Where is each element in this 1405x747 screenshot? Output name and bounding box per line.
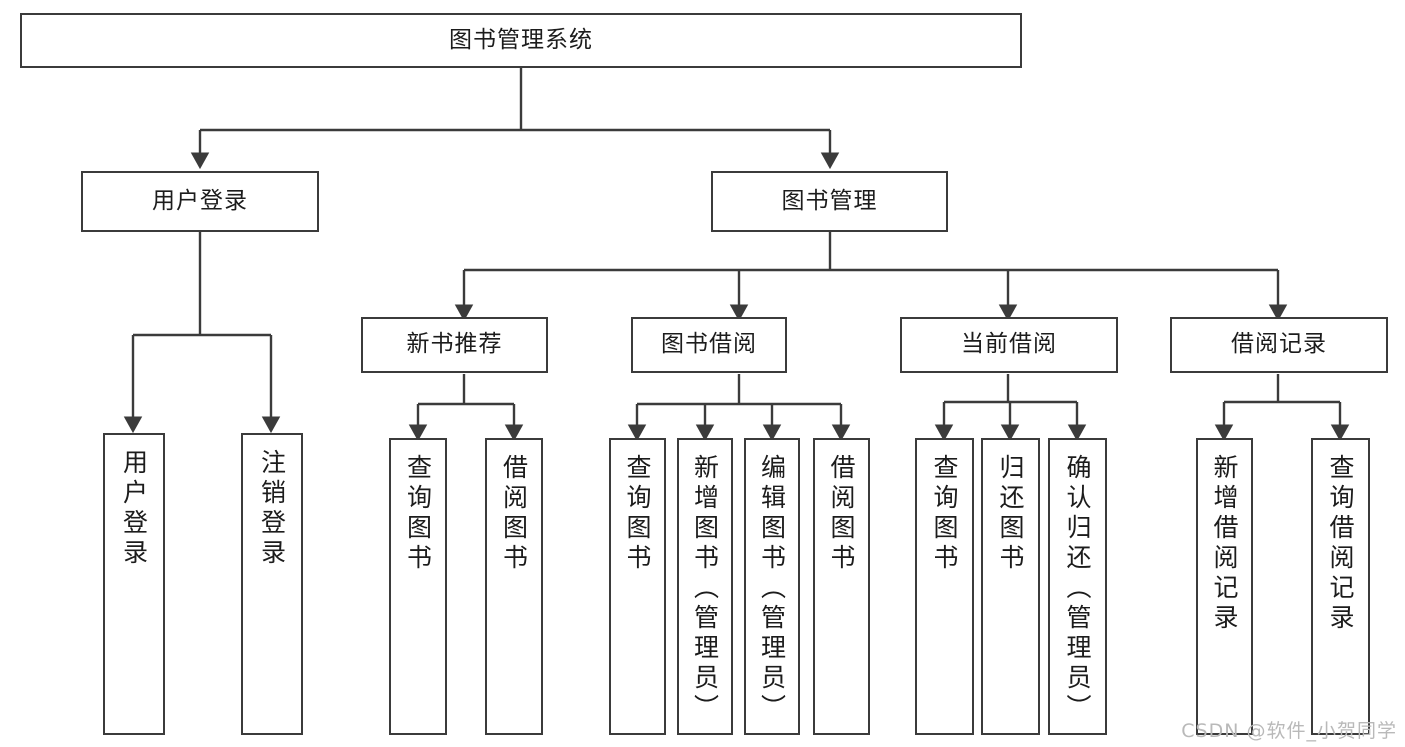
- node-label: 注销登录: [257, 449, 287, 569]
- node-label: 查询图书: [403, 454, 433, 574]
- node-label: 图书管理: [781, 187, 878, 214]
- node-label: 用户登录: [119, 449, 149, 569]
- leaf-user-login-login[interactable]: 用户登录: [103, 433, 165, 735]
- leaf-book-borrow-borrow[interactable]: 借阅图书: [813, 438, 870, 735]
- node-label: 借阅图书: [827, 454, 856, 574]
- node-label: 借阅图书: [499, 454, 529, 574]
- node-label: 查询图书: [930, 454, 959, 574]
- leaf-borrow-record-query[interactable]: 查询借阅记录: [1311, 438, 1370, 735]
- node-label: 新书推荐: [406, 331, 503, 358]
- leaf-new-book-query[interactable]: 查询图书: [389, 438, 447, 735]
- node-label: 借阅记录: [1231, 331, 1327, 358]
- leaf-current-borrow-query[interactable]: 查询图书: [915, 438, 974, 735]
- leaf-book-borrow-add[interactable]: 新增图书（管理员）: [677, 438, 733, 735]
- leaf-user-login-logout[interactable]: 注销登录: [241, 433, 303, 735]
- node-book-management[interactable]: 图书管理: [711, 171, 948, 232]
- node-label: 查询图书: [623, 454, 652, 574]
- node-label: 图书管理系统: [449, 26, 593, 53]
- node-user-login[interactable]: 用户登录: [81, 171, 319, 232]
- node-borrow-record[interactable]: 借阅记录: [1170, 317, 1388, 373]
- leaf-book-borrow-query[interactable]: 查询图书: [609, 438, 666, 735]
- node-label: 查询借阅记录: [1326, 454, 1355, 634]
- node-label: 当前借阅: [961, 331, 1057, 358]
- node-label: 新增借阅记录: [1210, 454, 1239, 634]
- leaf-book-borrow-edit[interactable]: 编辑图书（管理员）: [744, 438, 800, 735]
- node-label: 图书借阅: [661, 331, 757, 358]
- leaf-borrow-record-add[interactable]: 新增借阅记录: [1196, 438, 1253, 735]
- node-label: 确认归还（管理员）: [1063, 454, 1092, 724]
- node-book-borrow[interactable]: 图书借阅: [631, 317, 787, 373]
- leaf-current-borrow-return[interactable]: 归还图书: [981, 438, 1040, 735]
- node-label: 归还图书: [996, 454, 1025, 574]
- csdn-watermark: CSDN @软件_小贺同学: [1181, 720, 1397, 742]
- leaf-current-borrow-confirm-return[interactable]: 确认归还（管理员）: [1048, 438, 1107, 735]
- node-label: 用户登录: [152, 187, 248, 214]
- node-current-borrow[interactable]: 当前借阅: [900, 317, 1118, 373]
- node-label: 编辑图书（管理员）: [757, 454, 787, 724]
- leaf-new-book-borrow[interactable]: 借阅图书: [485, 438, 543, 735]
- node-new-book-recommend[interactable]: 新书推荐: [361, 317, 548, 373]
- node-label: 新增图书（管理员）: [690, 454, 720, 724]
- node-root-system[interactable]: 图书管理系统: [20, 13, 1022, 68]
